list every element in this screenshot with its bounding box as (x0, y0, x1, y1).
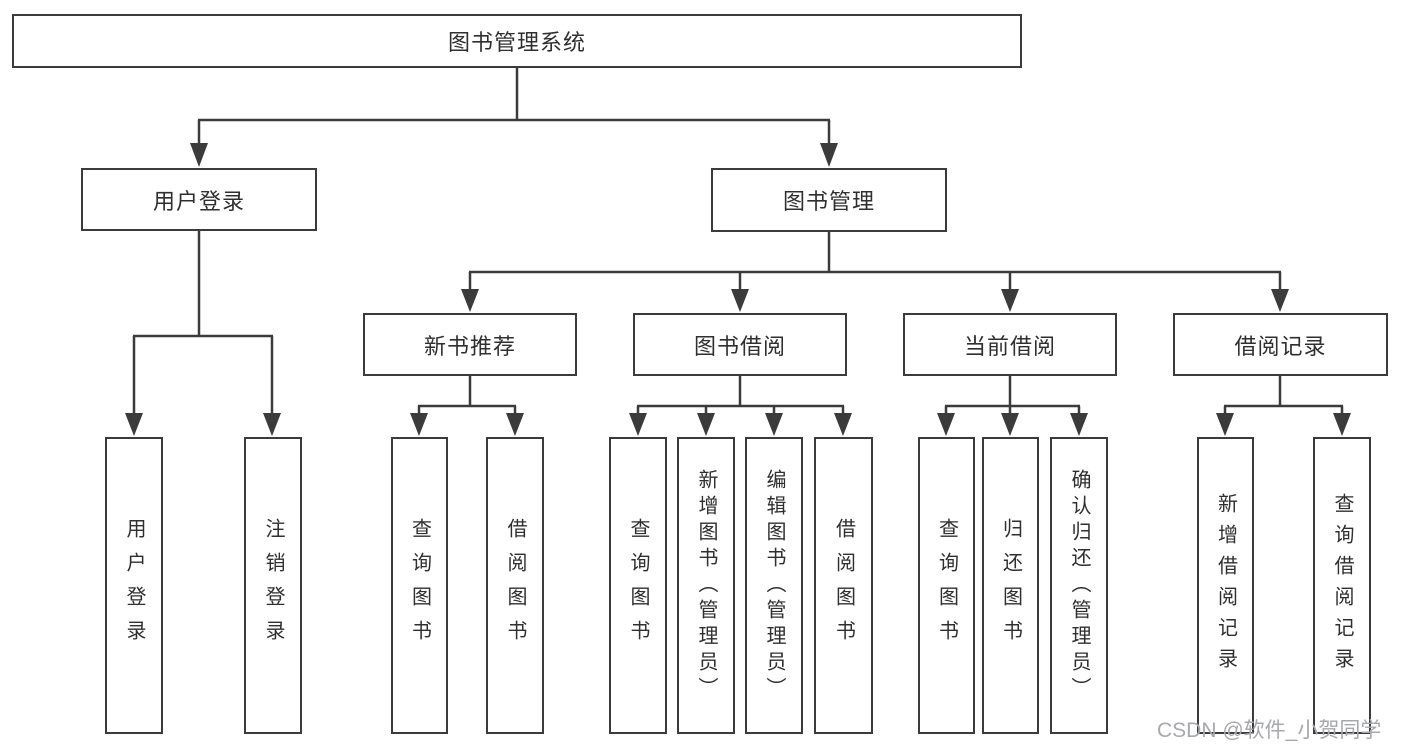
leaf-records-add-record: 新增借阅记录 (1197, 437, 1254, 734)
arrow-down-icon (1001, 289, 1019, 312)
leaf-borrow-edit-books-admin: 编辑图书（管理员） (745, 437, 803, 734)
leaf-label: 查询图书 (627, 517, 649, 654)
connector-recommend-to-leaves (417, 375, 517, 416)
leaf-label: 注销登录 (262, 517, 284, 654)
leaf-recommend-query-books: 查询图书 (391, 437, 448, 734)
arrow-down-icon (1001, 413, 1019, 436)
connector-records-to-leaves (1223, 375, 1344, 416)
node-label: 新书推荐 (423, 333, 516, 359)
connector-borrow-to-leaves (636, 375, 845, 416)
leaf-borrow-query-books: 查询图书 (609, 437, 667, 734)
connector-root-to-level2 (197, 68, 831, 146)
leaf-label: 归还图书 (999, 517, 1022, 654)
node-label: 用户登录 (152, 188, 245, 214)
node-book-management: 图书管理 (711, 168, 947, 232)
arrow-down-icon (125, 413, 143, 436)
leaf-label: 确认归还（管理员） (1068, 468, 1090, 703)
arrow-down-icon (1216, 413, 1234, 436)
node-label: 图书管理 (782, 189, 875, 214)
connector-userlogin-to-leaves (132, 231, 274, 416)
leaf-label: 编辑图书（管理员） (763, 468, 785, 703)
node-current-borrow: 当前借阅 (903, 313, 1117, 376)
node-user-login: 用户登录 (81, 168, 317, 231)
arrow-down-icon (820, 143, 838, 167)
node-label: 图书借阅 (693, 333, 786, 359)
arrow-down-icon (629, 413, 647, 436)
arrow-down-icon (937, 413, 955, 436)
leaf-current-confirm-return-admin: 确认归还（管理员） (1050, 437, 1108, 734)
node-label: 图书管理系统 (447, 30, 586, 55)
arrow-down-icon (190, 143, 208, 167)
leaf-current-query-books: 查询图书 (918, 437, 975, 734)
node-label: 借阅记录 (1234, 333, 1327, 359)
leaf-label: 用户登录 (123, 517, 145, 654)
connector-current-to-leaves (944, 375, 1081, 416)
leaf-borrow-add-books-admin: 新增图书（管理员） (677, 437, 735, 734)
connector-bookmgmt-to-level3 (468, 231, 1282, 292)
arrow-down-icon (697, 413, 715, 436)
leaf-label: 新增图书（管理员） (695, 468, 717, 703)
leaf-records-query-record: 查询借阅记录 (1313, 437, 1371, 734)
arrow-down-icon (731, 289, 749, 312)
leaf-label: 借阅图书 (832, 517, 855, 654)
arrow-down-icon (461, 289, 479, 312)
arrow-down-icon (263, 413, 281, 436)
arrow-down-icon (506, 413, 524, 436)
leaf-label: 新增借阅记录 (1214, 492, 1237, 679)
node-borrow-records: 借阅记录 (1173, 313, 1388, 376)
leaf-recommend-borrow-books: 借阅图书 (486, 437, 544, 734)
arrow-down-icon (765, 413, 783, 436)
leaf-user-login: 用户登录 (105, 437, 163, 734)
leaf-logout: 注销登录 (244, 437, 302, 734)
arrow-down-icon (1070, 413, 1088, 436)
node-new-book-recommend: 新书推荐 (363, 313, 577, 376)
leaf-label: 查询图书 (935, 517, 958, 654)
node-library-management-system: 图书管理系统 (12, 14, 1022, 68)
csdn-watermark: CSDN @软件_小贺同学 (1157, 719, 1382, 742)
node-book-borrow: 图书借阅 (633, 313, 847, 376)
leaf-label: 查询图书 (408, 517, 431, 654)
arrow-down-icon (834, 413, 852, 436)
leaf-label: 借阅图书 (504, 517, 526, 654)
arrow-down-icon (410, 413, 428, 436)
node-label: 当前借阅 (963, 333, 1056, 359)
arrow-down-icon (1271, 289, 1289, 312)
leaf-current-return-books: 归还图书 (982, 437, 1039, 734)
leaf-label: 查询借阅记录 (1331, 492, 1353, 679)
leaf-borrow-borrow-books: 借阅图书 (814, 437, 873, 734)
arrow-down-icon (1333, 413, 1351, 436)
